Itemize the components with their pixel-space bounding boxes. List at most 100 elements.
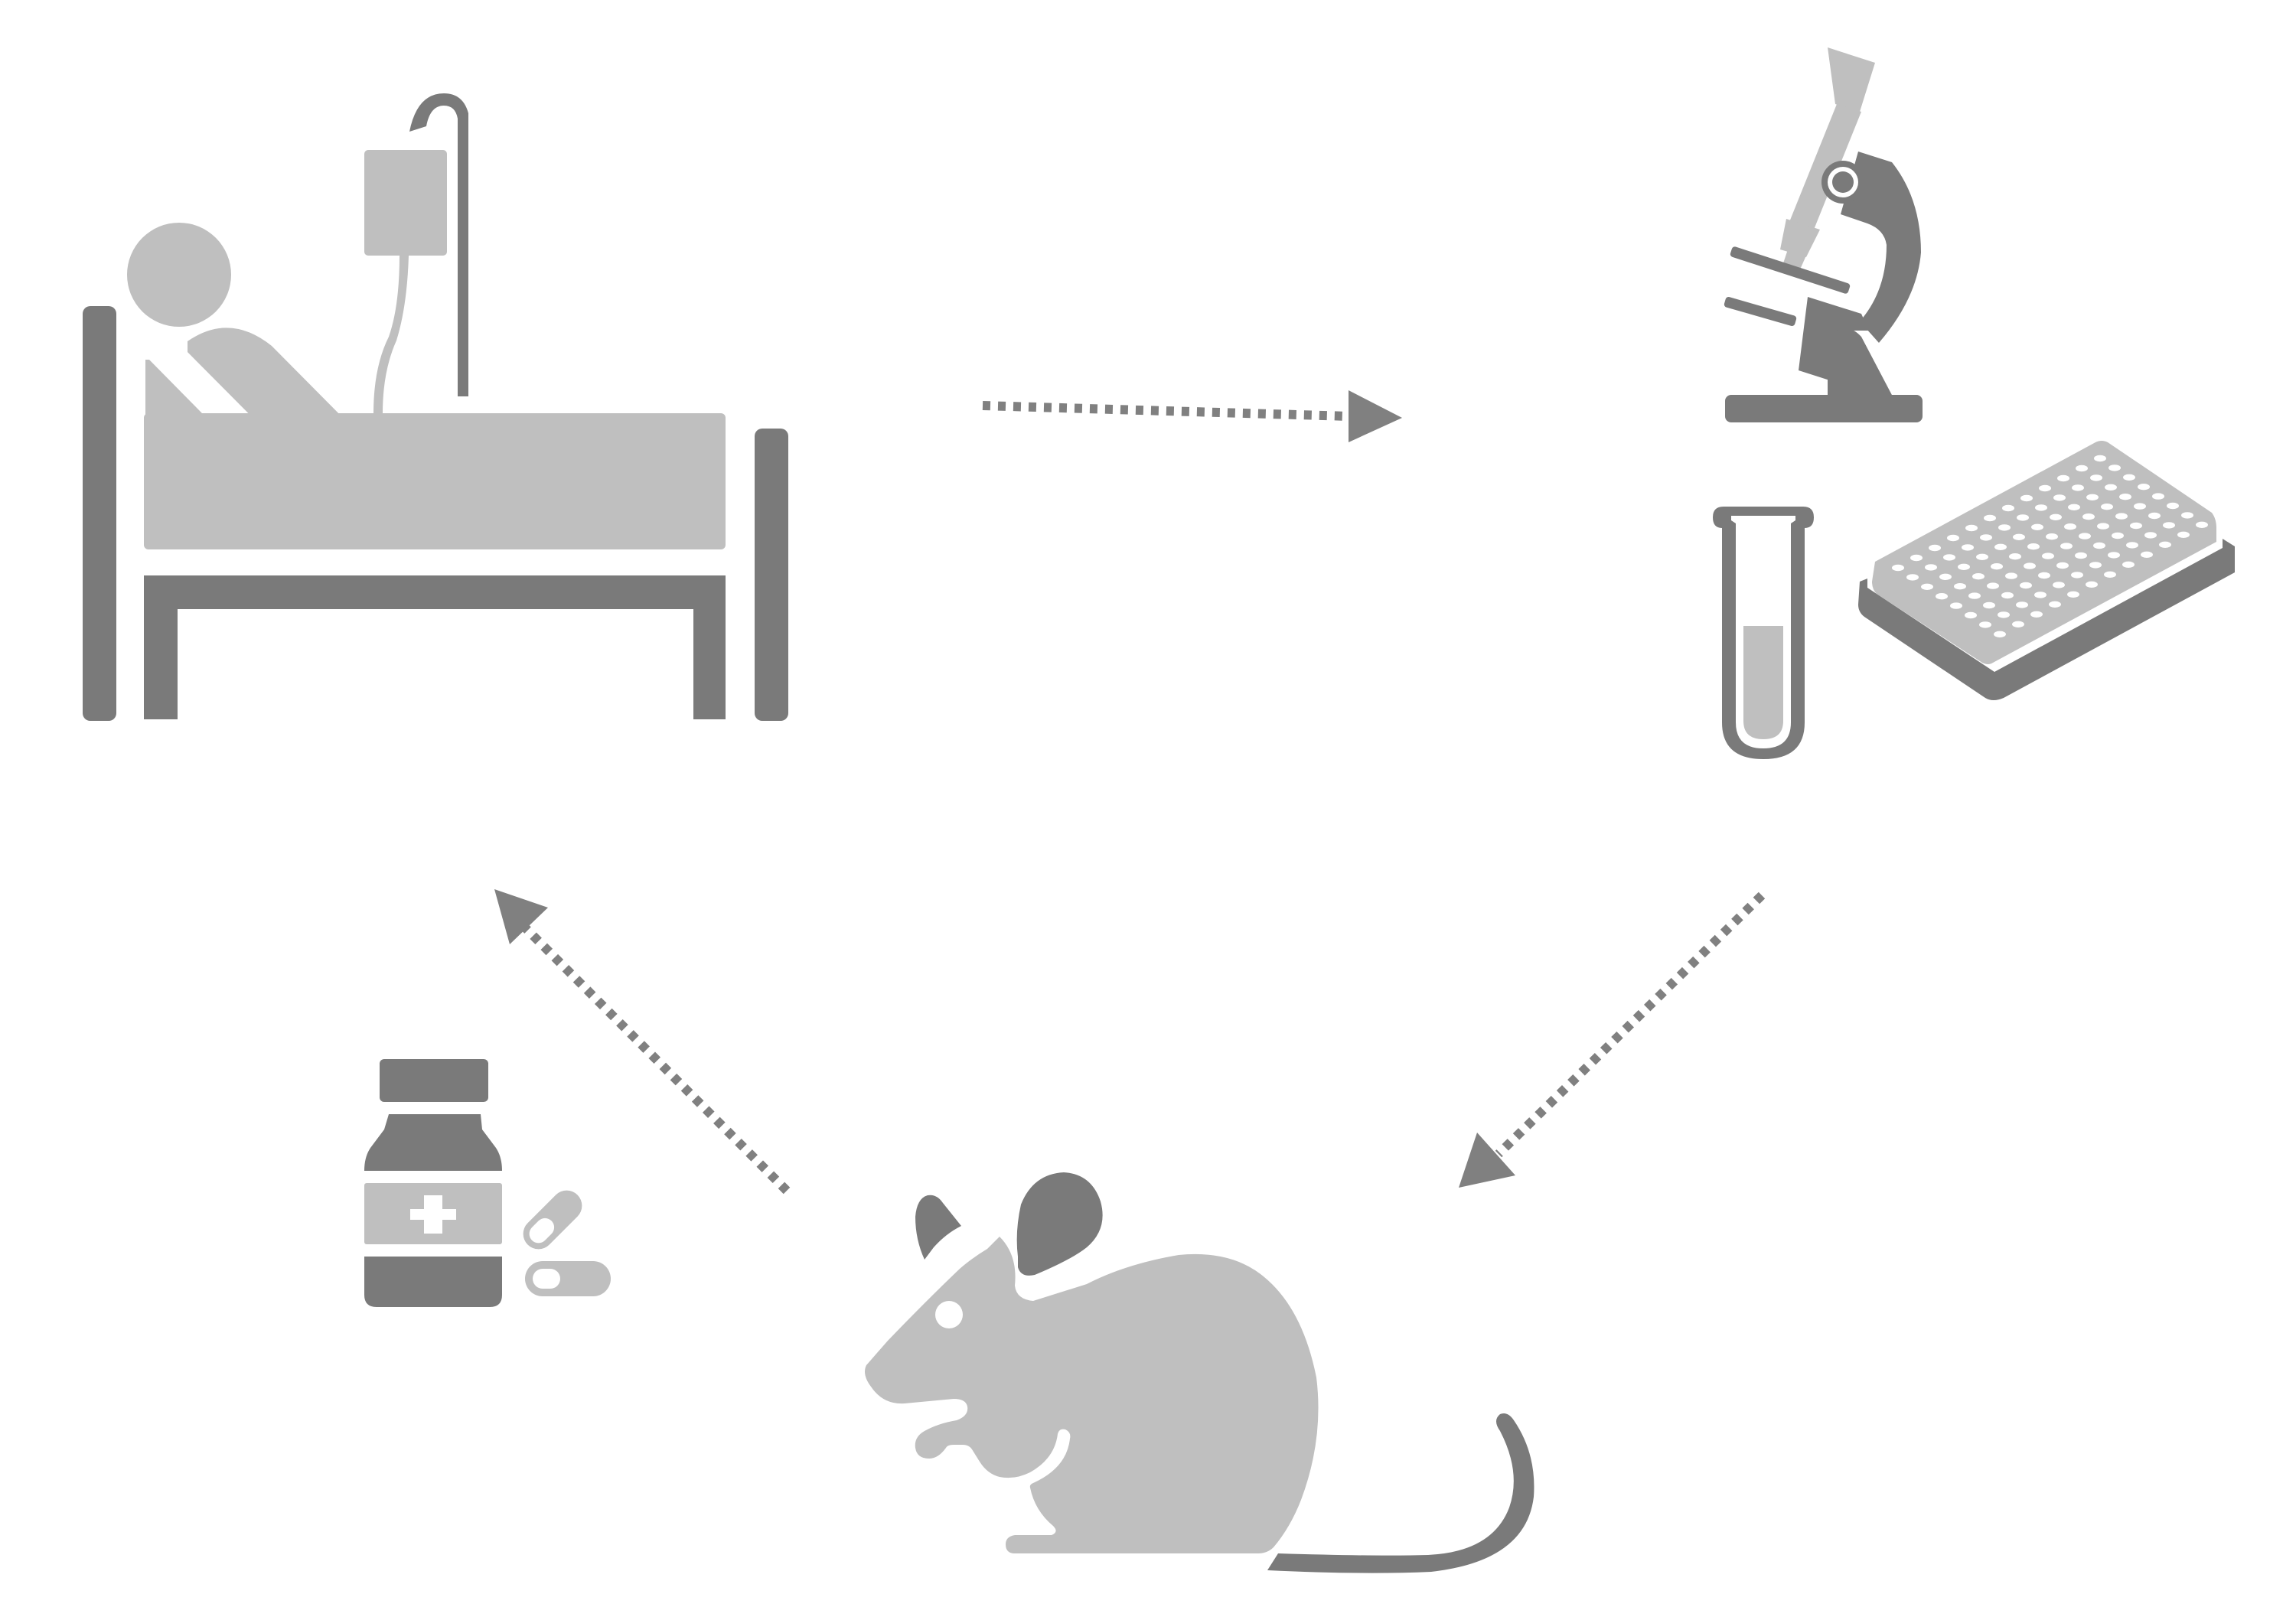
well	[2046, 533, 2058, 540]
well	[2012, 621, 2024, 627]
well	[2108, 552, 2120, 559]
well	[1991, 563, 2003, 570]
well	[1976, 553, 1988, 560]
well	[2079, 533, 2091, 539]
well	[1921, 583, 1933, 590]
well	[2148, 512, 2161, 520]
well	[1987, 582, 1999, 589]
well	[2002, 504, 2014, 512]
well	[2163, 522, 2175, 529]
test-tube-icon	[1713, 507, 1814, 759]
well	[1892, 564, 1904, 572]
well-plate-wells	[1892, 455, 2208, 637]
well	[2035, 504, 2047, 511]
well	[1906, 574, 1919, 581]
well	[2056, 562, 2069, 569]
well	[2130, 522, 2142, 530]
mouse-icon	[865, 1172, 1534, 1573]
arrow-mouse-to-medicine	[494, 889, 791, 1195]
well	[2072, 484, 2084, 491]
well	[2152, 493, 2164, 500]
well	[2067, 591, 2079, 598]
microscope-icon	[1724, 47, 1923, 422]
well	[2119, 494, 2131, 500]
well	[2097, 523, 2109, 530]
well	[2075, 552, 2087, 559]
well	[2177, 531, 2190, 538]
well	[2112, 532, 2124, 539]
well	[2024, 562, 2036, 569]
well	[1943, 554, 1955, 561]
well	[1929, 544, 1941, 552]
well	[2030, 611, 2043, 618]
well	[2126, 542, 2138, 549]
well	[1958, 563, 1970, 570]
well	[2034, 592, 2047, 598]
well	[1972, 573, 1985, 580]
well	[2086, 581, 2098, 588]
well	[1939, 573, 1952, 580]
well	[1998, 524, 2011, 531]
well	[1984, 514, 1996, 522]
well	[2167, 502, 2179, 510]
well	[2042, 553, 2054, 559]
well	[2141, 551, 2153, 558]
well	[2009, 553, 2021, 560]
well	[2094, 455, 2106, 462]
hospital-bed-patient-iv-icon	[83, 93, 788, 721]
well	[1965, 611, 1977, 619]
well	[2089, 562, 2102, 569]
well	[1962, 544, 1974, 551]
well	[2027, 543, 2040, 550]
well	[2017, 514, 2029, 521]
well	[2115, 513, 2128, 520]
well	[2068, 504, 2080, 510]
well	[2050, 513, 2062, 520]
well	[1950, 602, 1962, 609]
well	[2020, 494, 2033, 502]
well	[1979, 621, 1991, 628]
well	[2016, 601, 2028, 608]
well	[2060, 543, 2073, 549]
well	[2013, 533, 2025, 540]
well	[2159, 541, 2171, 548]
well	[2064, 523, 2076, 530]
well	[1925, 564, 1937, 571]
well	[1947, 534, 1959, 542]
well	[1936, 593, 1948, 600]
well	[2038, 572, 2050, 579]
well	[1983, 601, 1995, 609]
well	[2005, 572, 2017, 579]
well	[1998, 611, 2010, 618]
arrow-patient-to-lab	[982, 390, 1402, 442]
medicine-bottle-pills-icon	[364, 1059, 611, 1307]
well-plate-icon	[1858, 441, 2235, 700]
well	[2134, 503, 2146, 510]
arrow-lab-to-mouse	[1459, 892, 1766, 1188]
well	[2090, 474, 2102, 481]
well	[2181, 512, 2193, 519]
well	[2122, 561, 2135, 568]
well	[1994, 631, 2006, 637]
well	[2108, 464, 2121, 471]
well	[2076, 464, 2088, 472]
well	[2101, 504, 2113, 510]
well	[1994, 543, 2007, 550]
well	[1910, 554, 1923, 562]
well	[2093, 542, 2105, 549]
well	[2086, 494, 2099, 500]
well	[2071, 572, 2083, 579]
well	[1968, 592, 1981, 599]
well	[2057, 474, 2069, 482]
well	[2138, 484, 2150, 491]
well	[2031, 523, 2043, 530]
well	[2105, 484, 2117, 491]
well	[2001, 592, 2014, 599]
well	[1954, 583, 1966, 590]
well	[2039, 484, 2051, 492]
well	[2123, 474, 2135, 481]
well	[2104, 571, 2116, 578]
well	[2053, 494, 2066, 501]
